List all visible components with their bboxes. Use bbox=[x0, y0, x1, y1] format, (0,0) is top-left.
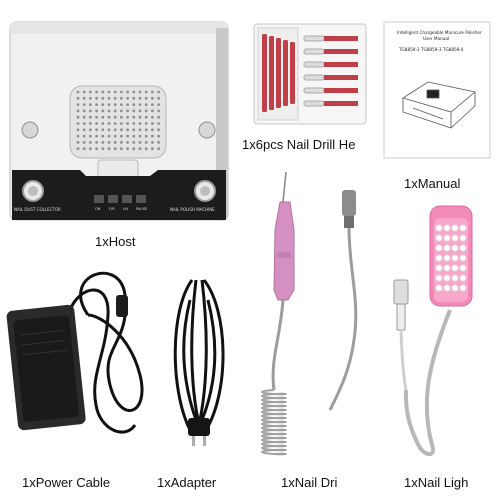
host-label-right: NAIL POLISH MACHINE bbox=[170, 207, 215, 212]
caption-manual: 1xManual bbox=[404, 176, 461, 191]
manual-title: Intelligent Chargeable Manicure Polisher bbox=[397, 30, 482, 35]
host-button-1-label: ON bbox=[95, 207, 101, 211]
manual-models: TG8859-2 TG8859-3 TG8859-4 bbox=[398, 47, 464, 52]
caption-drill-heads: 1x6pcs Nail Drill He bbox=[242, 137, 356, 152]
nail-light bbox=[370, 200, 500, 460]
host-button-4-label: PAUSE bbox=[136, 207, 147, 211]
adapter-cord bbox=[160, 270, 240, 450]
host-device: NAIL DUST COLLECTOR NAIL POLISH MACHINE … bbox=[0, 0, 240, 230]
caption-nail-drill: 1xNail Dri bbox=[281, 475, 338, 490]
host-button-3-label: H/L bbox=[123, 207, 129, 211]
drill-heads-box bbox=[250, 20, 370, 130]
nail-drill-pen bbox=[250, 160, 370, 460]
caption-adapter: 1xAdapter bbox=[157, 475, 217, 490]
host-button-2-label: F/R bbox=[109, 207, 115, 211]
caption-power-cable: 1xPower Cable bbox=[22, 475, 111, 490]
manual-booklet: Intelligent Chargeable Manicure Polisher… bbox=[383, 20, 493, 160]
caption-host: 1xHost bbox=[95, 234, 136, 249]
power-supply bbox=[0, 255, 160, 455]
host-label-left: NAIL DUST COLLECTOR bbox=[14, 207, 61, 212]
manual-subtitle: User Manual bbox=[423, 36, 449, 41]
caption-nail-light: 1xNail Ligh bbox=[404, 475, 469, 490]
